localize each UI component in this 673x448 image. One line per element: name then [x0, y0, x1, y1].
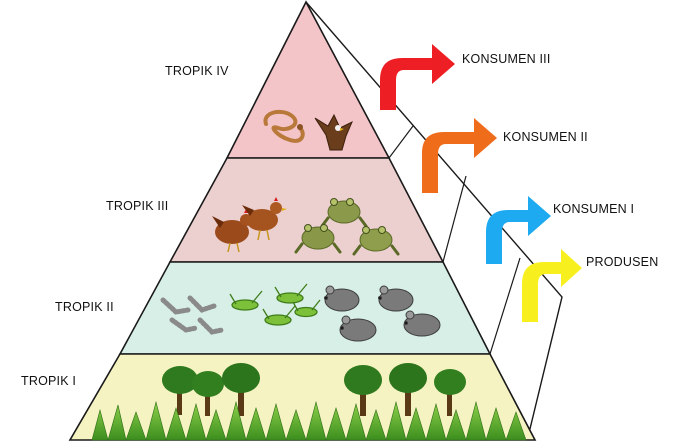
mouse-icon [339, 315, 377, 342]
frog-icon [352, 226, 400, 256]
grasshopper-icon [274, 283, 308, 304]
caterpillar-icon [197, 317, 225, 335]
caterpillar-group [160, 295, 225, 335]
grasshopper-icon [229, 290, 263, 311]
side-face-edges [388, 125, 521, 355]
caterpillar-icon [160, 297, 191, 315]
caterpillar-icon [187, 295, 217, 313]
grass-icon [91, 400, 527, 442]
mouse-group [324, 285, 441, 342]
chicken-icon [242, 197, 287, 241]
mouse-icon [324, 285, 360, 312]
label-tropik-ii: TROPIK II [55, 300, 114, 314]
eagle-icon [314, 113, 353, 151]
grasshopper-icon [262, 305, 296, 326]
label-konsumen-i: KONSUMEN I [553, 202, 635, 216]
tree-icon [344, 365, 382, 416]
label-konsumen-iii: KONSUMEN III [462, 52, 551, 66]
snake-icon [263, 109, 305, 143]
tree-icon [389, 363, 427, 416]
arrow-produsen [522, 249, 582, 322]
mouse-icon [403, 310, 441, 337]
arrow-konsumen-i [486, 196, 551, 264]
frog-icon [294, 224, 342, 254]
frog-group [294, 198, 400, 256]
label-tropik-i: TROPIK I [21, 374, 77, 388]
caterpillar-icon [169, 317, 199, 333]
grasshopper-icon [292, 299, 321, 318]
label-konsumen-ii: KONSUMEN II [503, 130, 588, 144]
grasshopper-group [229, 283, 321, 326]
arrow-konsumen-iii [380, 44, 455, 110]
tree-icon [162, 366, 198, 415]
arrow-konsumen-ii [422, 118, 497, 193]
chicken-group [212, 197, 287, 253]
tree-icon [192, 371, 224, 416]
label-tropik-iv: TROPIK IV [165, 64, 229, 78]
tree-icon [434, 369, 466, 416]
label-tropik-iii: TROPIK III [106, 199, 169, 213]
tree-icon [222, 363, 260, 416]
tree-group [162, 363, 466, 416]
label-produsen: PRODUSEN [586, 255, 659, 269]
mouse-icon [378, 285, 414, 312]
frog-icon [320, 198, 368, 228]
